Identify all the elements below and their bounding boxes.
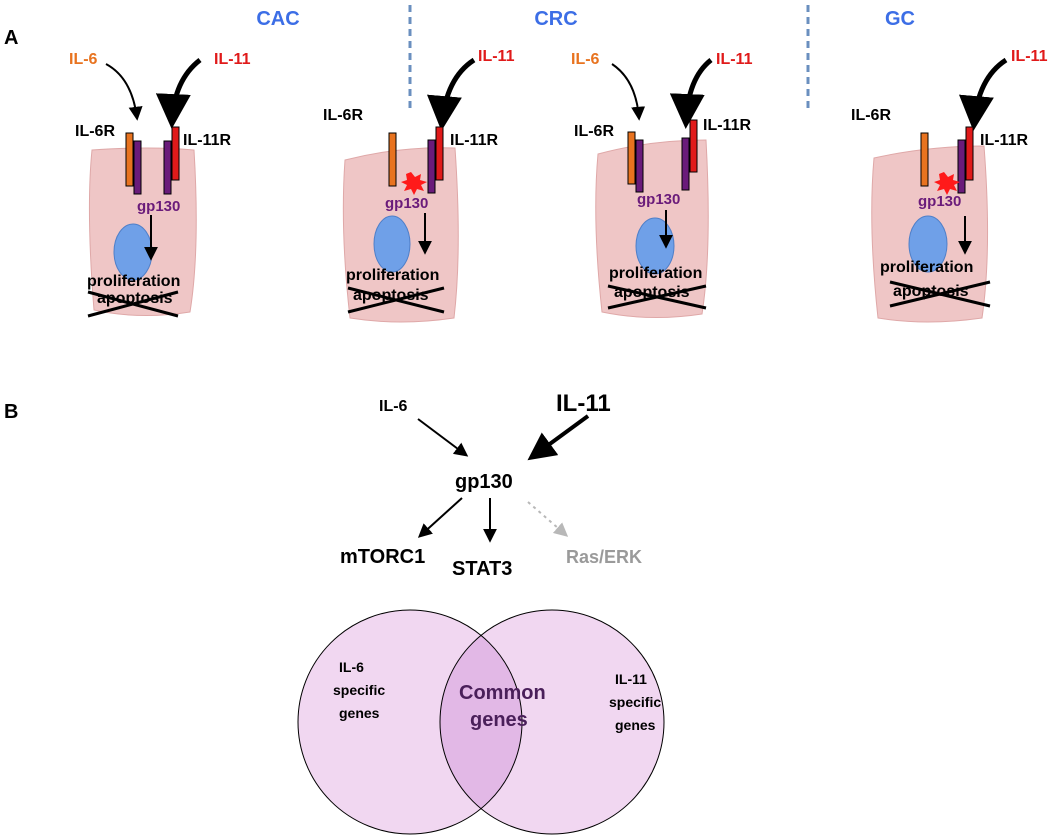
venn-left-label-line: genes — [339, 705, 380, 721]
ligand-arrow — [958, 57, 1008, 131]
gp130-bar — [133, 140, 142, 195]
ligand-arrow — [611, 63, 646, 121]
ligand-arrow — [669, 58, 713, 129]
gp130-label: gp130 — [918, 193, 961, 210]
gp130-label: gp130 — [637, 191, 680, 208]
ligand-label: IL-6 — [69, 51, 98, 68]
arrow-il6-to-gp130 — [417, 418, 469, 457]
venn-overlap — [440, 610, 522, 834]
ligand-arrow — [105, 63, 143, 121]
panel-a-letter: A — [4, 27, 18, 49]
output-label-mtorc1: mTORC1 — [340, 546, 425, 568]
cell-diagram-4: IL-11 IL-6R IL-11R gp130 proliferation a… — [851, 48, 1048, 323]
receptor-label-left: IL-6R — [574, 123, 614, 140]
ligand-label: IL-11 — [1011, 48, 1048, 65]
ligand-label: IL-11 — [716, 51, 753, 68]
outcome-apoptosis: apoptosis — [353, 287, 429, 304]
gp130-bar — [635, 139, 644, 193]
il6r-bar — [920, 132, 929, 187]
condition-label-cac: CAC — [256, 8, 299, 30]
il11r-bar — [965, 126, 974, 181]
input-label-il11: IL-11 — [556, 390, 611, 417]
ligand-label: IL-11 — [214, 51, 251, 68]
hub-label-gp130: gp130 — [455, 471, 513, 493]
il11r-bar — [435, 126, 444, 181]
gp130-label: gp130 — [137, 198, 180, 215]
arrow-gp130-to-mtorc1 — [417, 497, 463, 538]
outcome-proliferation: proliferation — [87, 273, 180, 290]
outcome-apoptosis: apoptosis — [97, 290, 173, 307]
cell-diagram-3: IL-6 IL-11 IL-6R IL-11R gp130 proliferat… — [571, 51, 753, 319]
outcome-proliferation: proliferation — [346, 267, 439, 284]
receptor-label-right: IL-11R — [450, 132, 498, 149]
venn-left-label-line: IL-6 — [339, 659, 364, 675]
ligand-label: IL-11 — [478, 48, 515, 65]
il11r-bar — [171, 126, 180, 181]
receptor-label-left: IL-6R — [75, 123, 115, 140]
ligand-label: IL-6 — [571, 51, 600, 68]
il6r-bar — [125, 132, 134, 187]
block-star — [401, 172, 427, 195]
outcome-apoptosis: apoptosis — [614, 284, 690, 301]
nucleus — [908, 215, 948, 273]
outcome-proliferation: proliferation — [880, 259, 973, 276]
nucleus — [373, 215, 411, 273]
venn-right-label-line: genes — [615, 717, 656, 733]
apoptosis-cross-line — [889, 280, 991, 308]
il6r-bar — [388, 132, 397, 187]
venn-diagram: IL-6 specific genes Common genes IL-11 s… — [297, 609, 665, 835]
nucleus — [635, 217, 675, 275]
venn-outline-left — [297, 609, 523, 835]
venn-right-label-line: specific — [609, 694, 661, 710]
receptor-label-left: IL-6R — [323, 107, 363, 124]
venn-right-label-line: IL-11 — [615, 671, 647, 687]
arrow-il11-to-gp130 — [527, 414, 590, 461]
venn-outline-right — [439, 609, 665, 835]
il6r-bar — [627, 131, 636, 185]
gp130-label: gp130 — [385, 195, 428, 212]
condition-label-crc: CRC — [534, 8, 577, 30]
ligand-arrow — [426, 57, 476, 131]
gp130-bar — [163, 140, 172, 195]
output-label-raserk: Ras/ERK — [566, 547, 642, 567]
gp130-bar — [957, 139, 966, 194]
apoptosis-cross-line — [87, 290, 179, 318]
receptor-label-left: IL-6R — [851, 107, 891, 124]
cell-diagram-2: IL-11 IL-6R IL-11R gp130 proliferation a… — [323, 48, 515, 323]
venn-left-label-line: specific — [333, 682, 385, 698]
gp130-bar — [427, 139, 436, 194]
nucleus — [113, 223, 153, 281]
output-label-stat3: STAT3 — [452, 558, 512, 580]
block-star — [934, 172, 960, 195]
panel-b-letter: B — [4, 401, 18, 423]
panel-a: A CAC CRC GC IL-6 IL-11 IL-6R IL-11R gp1… — [4, 5, 1048, 323]
condition-label-gc: GC — [885, 8, 915, 30]
receptor-label-right: IL-11R — [703, 117, 751, 134]
receptor-label-right: IL-11R — [183, 132, 231, 149]
receptor-label-right: IL-11R — [980, 132, 1028, 149]
ligand-arrow — [155, 58, 202, 129]
venn-center-label-line: Common — [459, 682, 546, 704]
apoptosis-cross-line — [347, 286, 445, 314]
apoptosis-cross-line — [607, 284, 707, 310]
panel-b: B IL-6 IL-11 gp130 mTORC1 STAT3 Ras/ERK … — [4, 390, 665, 835]
venn-center-label-line: genes — [470, 709, 528, 731]
il11r-bar — [689, 119, 698, 173]
arrow-gp130-to-raserk — [527, 501, 569, 537]
outcome-proliferation: proliferation — [609, 265, 702, 282]
input-label-il6: IL-6 — [379, 398, 408, 415]
cell-diagram-1: IL-6 IL-11 IL-6R IL-11R gp130 proliferat… — [69, 51, 251, 318]
gp130-bar — [681, 137, 690, 191]
